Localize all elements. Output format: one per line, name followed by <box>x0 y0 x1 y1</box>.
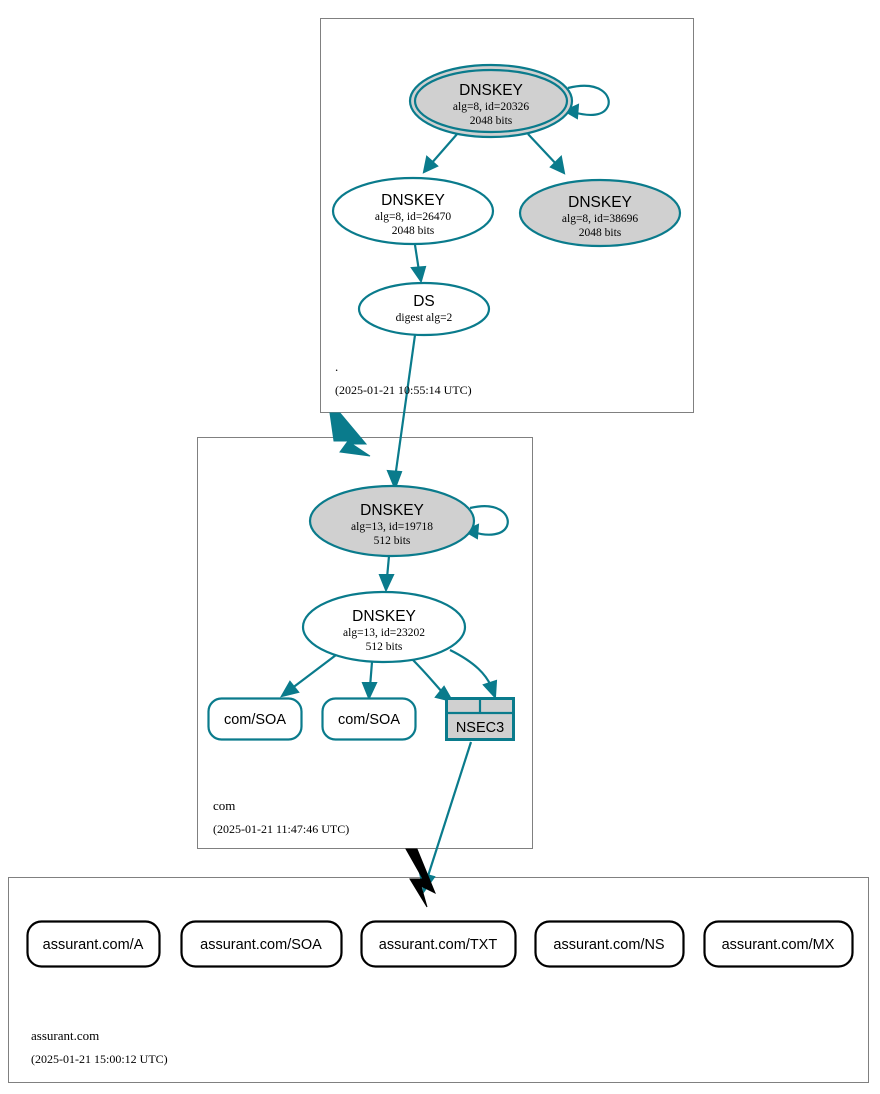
edge-com-zsk-to-nsec3-left <box>411 658 455 703</box>
leaf-label: assurant.com/A <box>43 937 144 953</box>
node-subtitle-bits: 2048 bits <box>579 227 622 239</box>
node-subtitle-bits: 512 bits <box>366 641 403 653</box>
zone-box-root <box>320 18 694 413</box>
node-title: DNSKEY <box>568 194 632 211</box>
node-assurant-ns[interactable]: assurant.com/NS <box>534 920 685 968</box>
node-assurant-soa[interactable]: assurant.com/SOA <box>180 920 343 968</box>
leaf-label: assurant.com/SOA <box>200 937 322 953</box>
node-title: DNSKEY <box>352 608 416 625</box>
zone-label-assurant: assurant.com <box>31 1028 99 1043</box>
edge-ksk-to-zsk26470 <box>422 132 459 174</box>
node-title: DS <box>413 293 435 310</box>
node-assurant-mx[interactable]: assurant.com/MX <box>703 920 854 968</box>
zone-box-com <box>197 437 533 849</box>
rr-label: com/SOA <box>338 712 400 728</box>
node-subtitle-alg: alg=8, id=26470 <box>375 211 451 223</box>
node-subtitle-bits: 2048 bits <box>470 115 513 127</box>
node-root-ds-com[interactable]: DS digest alg=2 <box>357 281 491 337</box>
zone-label-root: . <box>335 359 338 374</box>
leaf-label: assurant.com/TXT <box>379 937 498 953</box>
edge-zone-root-to-com <box>329 412 371 457</box>
edge-nsec3-to-assurant <box>418 741 473 894</box>
zone-timestamp-assurant: (2025-01-21 15:00:12 UTC) <box>31 1052 168 1066</box>
nsec3-label: NSEC3 <box>456 720 504 736</box>
edge-com-ksk-to-zsk <box>378 555 395 593</box>
leaf-label: assurant.com/NS <box>553 937 664 953</box>
node-subtitle-alg: alg=13, id=23202 <box>343 627 425 639</box>
node-assurant-txt[interactable]: assurant.com/TXT <box>360 920 517 968</box>
node-title: DNSKEY <box>459 82 523 99</box>
edge-com-zsk-to-soa1 <box>279 654 337 698</box>
node-com-soa-2[interactable]: com/SOA <box>321 697 417 741</box>
edge-zone-com-to-assurant-insecure <box>405 848 436 908</box>
node-subtitle-bits: 512 bits <box>374 535 411 547</box>
node-title: DNSKEY <box>360 502 424 519</box>
node-root-zsk-26470[interactable]: DNSKEY alg=8, id=26470 2048 bits <box>331 176 495 246</box>
edge-ds-to-com-ksk <box>386 334 417 491</box>
edge-com-zsk-to-nsec3-top <box>449 649 498 700</box>
zone-timestamp-com: (2025-01-21 11:47:46 UTC) <box>213 822 349 836</box>
zone-box-assurant <box>8 877 869 1083</box>
node-com-soa-1[interactable]: com/SOA <box>207 697 303 741</box>
node-subtitle-alg: alg=8, id=38696 <box>562 213 638 225</box>
node-subtitle-alg: alg=8, id=20326 <box>453 101 529 113</box>
zone-timestamp-root: (2025-01-21 10:55:14 UTC) <box>335 383 472 397</box>
node-root-ksk-20326[interactable]: DNSKEY alg=8, id=20326 2048 bits <box>408 63 574 139</box>
zone-label-com: com <box>213 798 235 813</box>
node-com-zsk-23202[interactable]: DNSKEY alg=13, id=23202 512 bits <box>301 590 467 664</box>
rr-label: com/SOA <box>224 712 286 728</box>
node-com-ksk-19718[interactable]: DNSKEY alg=13, id=19718 512 bits <box>308 484 476 558</box>
node-root-zsk-38696[interactable]: DNSKEY alg=8, id=38696 2048 bits <box>518 178 682 248</box>
edge-zsk26470-to-ds <box>410 244 427 284</box>
leaf-label: assurant.com/MX <box>722 937 835 953</box>
edge-ksk-to-zsk38696 <box>527 133 566 175</box>
node-assurant-a[interactable]: assurant.com/A <box>26 920 161 968</box>
edge-com-zsk-to-soa2 <box>361 661 378 701</box>
node-subtitle-bits: 2048 bits <box>392 225 435 237</box>
node-title: DNSKEY <box>381 192 445 209</box>
node-subtitle-alg: alg=13, id=19718 <box>351 521 433 533</box>
node-subtitle-digest: digest alg=2 <box>396 312 453 324</box>
node-com-nsec3[interactable]: NSEC3 <box>445 697 515 741</box>
